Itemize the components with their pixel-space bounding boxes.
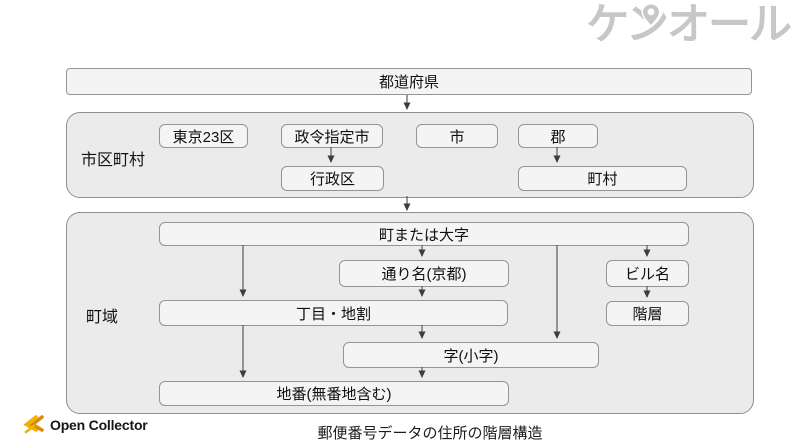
section-municipality: 市区町村 東京23区 政令指定市 市 郡 行政区 町村 bbox=[66, 112, 754, 198]
node-building-name-label: ビル名 bbox=[624, 266, 670, 283]
node-chome-chiwari-label: 丁目・地割 bbox=[295, 305, 371, 323]
node-city-label: 市 bbox=[449, 128, 465, 146]
node-prefecture-label: 都道府県 bbox=[378, 74, 439, 91]
node-town-or-oaza: 町または大字 bbox=[159, 222, 689, 246]
node-administrative-ward: 行政区 bbox=[281, 166, 384, 191]
kenall-logo: ケンオール bbox=[586, 1, 792, 49]
node-district-label: 郡 bbox=[550, 128, 566, 146]
node-lot-number-label: 地番(無番地含む) bbox=[276, 386, 392, 403]
node-tokyo23: 東京23区 bbox=[159, 124, 248, 148]
node-floor-label: 階層 bbox=[632, 306, 663, 323]
node-town-or-oaza-label: 町または大字 bbox=[378, 226, 469, 244]
node-town-village: 町村 bbox=[518, 166, 687, 191]
node-chome-chiwari: 丁目・地割 bbox=[159, 300, 508, 326]
open-collector-text: Open Collector bbox=[50, 416, 148, 433]
diagram-caption: 郵便番号データの住所の階層構造 bbox=[317, 425, 543, 442]
kenall-logo-text: ケンオール bbox=[586, 1, 792, 49]
node-designated-city-label: 政令指定市 bbox=[294, 128, 370, 146]
node-town-village-label: 町村 bbox=[587, 171, 618, 188]
open-collector-logo: Open Collector bbox=[22, 415, 148, 434]
section-municipality-label: 市区町村 bbox=[81, 152, 146, 169]
node-koaza-label: 字(小字) bbox=[443, 347, 499, 365]
node-lot-number: 地番(無番地含む) bbox=[159, 381, 509, 406]
node-tokyo23-label: 東京23区 bbox=[172, 128, 235, 146]
map-pin-icon bbox=[641, 3, 661, 27]
section-town-area: 町域 町または大字 通り名(京都) ビル名 丁目・地割 階層 字(小字) 地番(… bbox=[66, 212, 754, 414]
section-town-area-label: 町域 bbox=[86, 309, 119, 326]
open-collector-icon bbox=[23, 415, 44, 434]
node-administrative-ward-label: 行政区 bbox=[309, 171, 355, 188]
node-street-name: 通り名(京都) bbox=[339, 260, 509, 287]
node-designated-city: 政令指定市 bbox=[281, 124, 383, 148]
node-koaza: 字(小字) bbox=[343, 342, 599, 368]
node-floor: 階層 bbox=[606, 301, 689, 326]
node-prefecture: 都道府県 bbox=[66, 68, 752, 95]
node-street-name-label: 通り名(京都) bbox=[381, 266, 467, 283]
node-city: 市 bbox=[416, 124, 498, 148]
node-building-name: ビル名 bbox=[606, 260, 689, 287]
node-district: 郡 bbox=[518, 124, 598, 148]
